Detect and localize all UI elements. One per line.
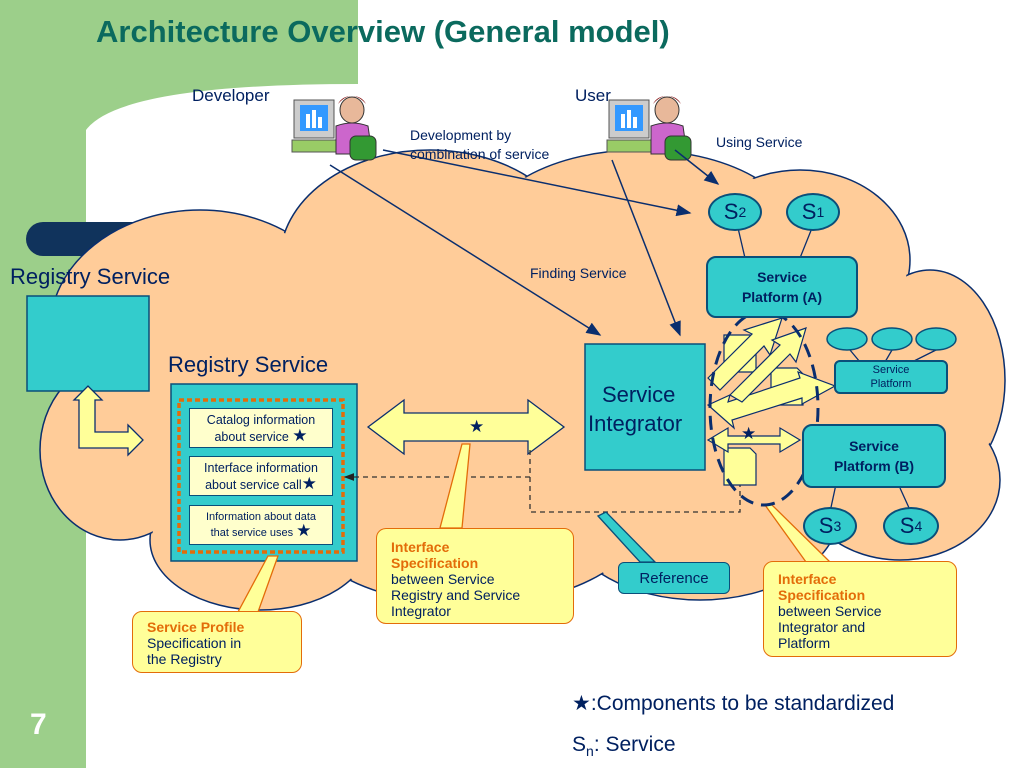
integrator-arrows (706, 317, 837, 454)
user-label: User (575, 86, 611, 105)
legend-components: ★:Components to be standardized (572, 692, 895, 715)
finding-service-label: Finding Service (530, 265, 627, 281)
reference-tag: Reference (618, 562, 730, 594)
standard-star-icon: ★ (572, 692, 591, 715)
registry-item-data: Information about data that service uses… (189, 505, 333, 545)
service-integrator-box (584, 343, 706, 471)
user-to-services-arrow (674, 149, 720, 185)
page-number: 7 (30, 708, 47, 741)
callout-service-profile: Service Profile Specification in the Reg… (132, 611, 302, 673)
registry-link-arrow (72, 385, 144, 457)
using-service-label: Using Service (716, 134, 803, 150)
mini-service-circle (871, 327, 913, 351)
mini-service-circle (826, 327, 868, 351)
callout-interface-spec-registry: Interface Specification between Service … (376, 528, 574, 624)
mini-service-circle (915, 327, 957, 351)
standard-star-icon: ★ (296, 521, 312, 540)
service-integrator-label: Service Integrator (588, 382, 683, 436)
user-to-integrator-arrow (611, 159, 681, 337)
registry-outer-title: Registry Service (10, 264, 171, 289)
callout-interface-spec-platform: Interface Specification between Service … (763, 561, 957, 657)
development-by-label: Development by combination of service (410, 127, 550, 162)
registry-outer-box (26, 295, 150, 392)
user-figure-icon (606, 96, 692, 161)
registry-inner-title: Registry Service (168, 352, 329, 377)
registry-item-catalog: Catalog information about service ★ (189, 408, 333, 448)
developer-label: Developer (192, 86, 270, 105)
registry-item-interface: Interface information about service call… (189, 456, 333, 496)
service-profile-border (177, 398, 345, 554)
dev-to-integrator-arrow (329, 164, 602, 336)
registry-integrator-arrow (366, 398, 566, 456)
standard-star-icon: ★ (292, 426, 308, 445)
slide-title: Architecture Overview (General model) (96, 14, 670, 49)
developer-figure-icon (291, 96, 377, 161)
standard-star-icon: ★ (741, 424, 757, 443)
legend-service: Sn: Service (572, 733, 676, 760)
standard-star-icon: ★ (301, 474, 317, 493)
dev-to-s2-arrow (382, 149, 692, 217)
top-bar (86, 0, 358, 84)
standard-star-icon: ★ (469, 417, 485, 436)
